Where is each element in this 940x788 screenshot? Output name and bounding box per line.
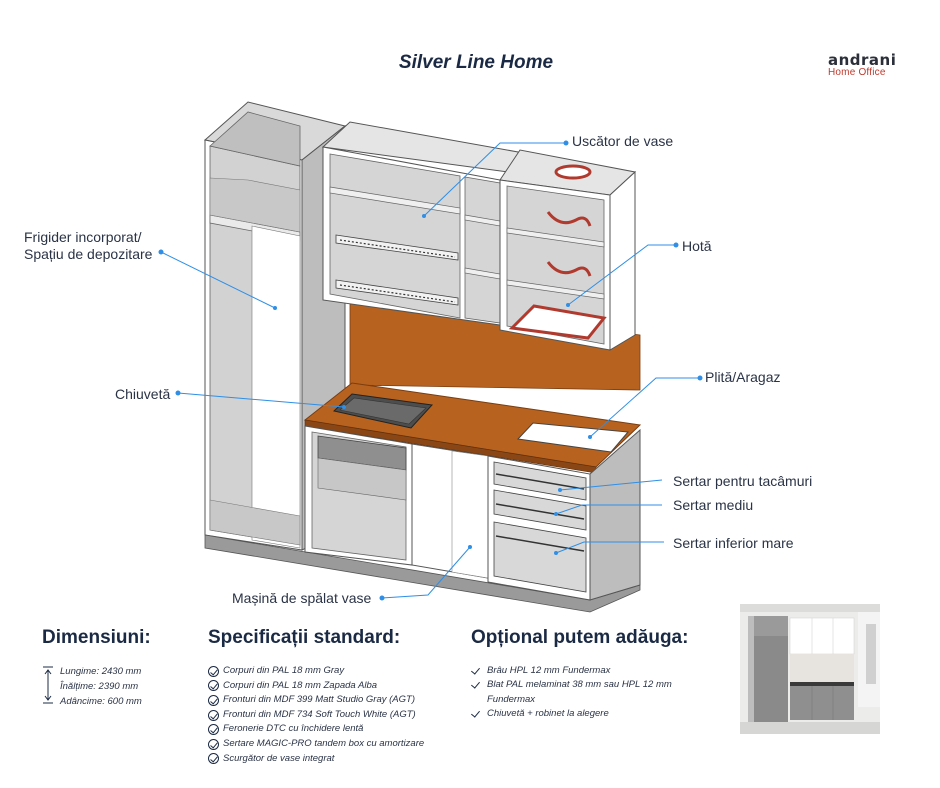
specs-list: Corpuri din PAL 18 mm Gray Corpuri din P… xyxy=(208,664,424,766)
callout-fridge-line2: Spațiu de depozitare xyxy=(24,246,153,262)
optional-item: Chiuvetă + robinet la alegere xyxy=(471,707,701,721)
callout-mid-drawer: Sertar mediu xyxy=(673,497,754,513)
optional-item: Brâu HPL 12 mm Fundermax xyxy=(471,664,701,678)
dimension-depth: Adâncime: 600 mm xyxy=(60,696,142,707)
callout-hood: Hotă xyxy=(682,238,712,254)
callout-dishwasher: Mașină de spălat vase xyxy=(232,590,372,606)
spec-item: Scurgător de vase integrat xyxy=(208,752,424,767)
kitchen-photo xyxy=(740,604,880,734)
spec-item: Fronturi din MDF 399 Matt Studio Gray (A… xyxy=(208,693,424,708)
check-circle-icon xyxy=(208,724,219,736)
logo-name: andrani xyxy=(828,51,897,69)
check-circle-icon xyxy=(208,753,219,765)
dimensions-heading: Dimensiuni: xyxy=(42,627,151,648)
callout-fridge-line1: Frigider incorporat/ xyxy=(24,229,142,245)
spec-item: Sertare MAGIC-PRO tandem box cu amortiza… xyxy=(208,737,424,752)
height-arrow-icon xyxy=(43,666,53,704)
dimensions-list: Lungime: 2430 mm Înălțime: 2390 mm Adânc… xyxy=(60,664,142,709)
callout-sink: Chiuvetă xyxy=(115,386,171,402)
dimension-length: Lungime: 2430 mm xyxy=(60,666,142,677)
spec-item: Corpuri din PAL 18 mm Gray xyxy=(208,664,424,679)
optional-heading: Opțional putem adăuga: xyxy=(471,627,689,648)
specs-heading: Specificații standard: xyxy=(208,627,401,648)
check-circle-icon xyxy=(208,680,219,692)
spec-item: Corpuri din PAL 18 mm Zapada Alba xyxy=(208,679,424,694)
callout-bottom-drawer: Sertar inferior mare xyxy=(673,535,794,551)
kitchen-cabinet-illustration xyxy=(158,101,703,613)
callout-stove: Plită/Aragaz xyxy=(705,369,781,385)
check-circle-icon xyxy=(208,709,219,721)
spec-item: Fronturi din MDF 734 Soft Touch White (A… xyxy=(208,708,424,723)
dimension-height: Înălțime: 2390 mm xyxy=(60,681,139,692)
brand-logo: andrani Home Office xyxy=(828,52,896,78)
callout-cutlery-drawer: Sertar pentru tacâmuri xyxy=(673,473,813,489)
optional-list: Brâu HPL 12 mm Fundermax Blat PAL melami… xyxy=(471,664,701,722)
check-circle-icon xyxy=(208,665,219,677)
logo-subtitle: Home Office xyxy=(828,67,886,78)
spec-item: Feronerie DTC cu închidere lentă xyxy=(208,722,424,737)
check-circle-icon xyxy=(208,694,219,706)
page-title: Silver Line Home xyxy=(398,52,554,73)
check-circle-icon xyxy=(208,738,219,750)
callout-dish-rack: Uscător de vase xyxy=(572,133,674,149)
optional-item: Blat PAL melaminat 38 mm sau HPL 12 mm F… xyxy=(471,678,701,707)
